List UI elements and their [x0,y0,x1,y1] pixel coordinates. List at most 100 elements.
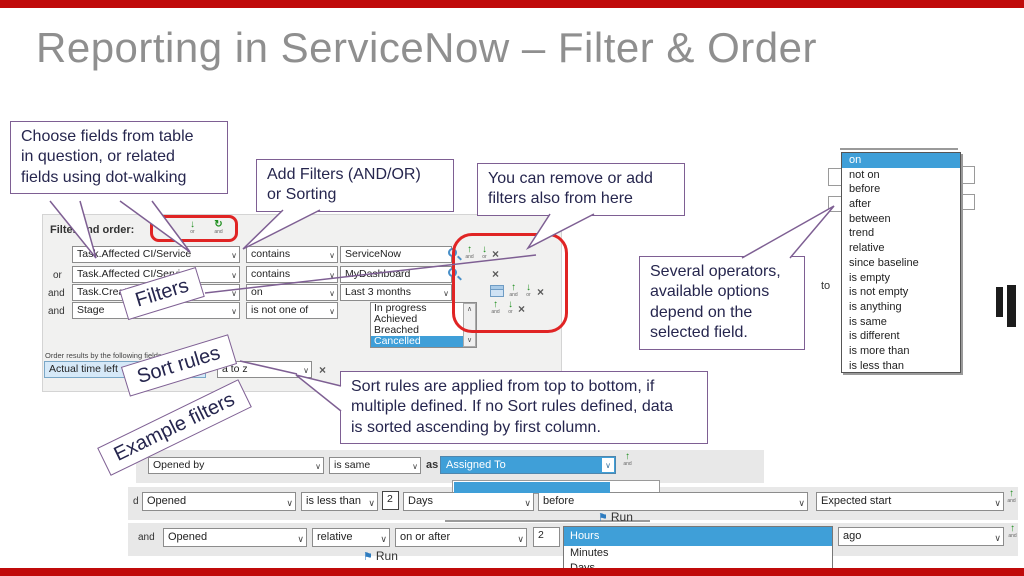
operator-dropdown-menu: on not on before after between trend rel… [841,152,961,373]
run-filter-button[interactable]: ⚑Run [598,510,633,524]
value-input[interactable]: MyDashboard [340,266,452,283]
menu-item[interactable]: trend [849,227,875,240]
stage-option-selected[interactable]: Cancelled [371,336,476,347]
menu-item[interactable]: is not empty [849,286,909,299]
condition-prefix: d [133,496,139,507]
field-select[interactable]: Task.Affected CI/Service [72,246,240,263]
condition-prefix: and [48,306,65,317]
screenshot-fragment [445,520,650,522]
unit-option-selected[interactable]: Hours [564,527,832,546]
operator-select[interactable]: is less than [301,492,378,511]
add-condition-icon[interactable]: ↑and [1004,489,1019,504]
operator-select[interactable]: is same [329,457,421,474]
add-condition-icon[interactable]: ↑and [1005,524,1020,539]
field-select[interactable]: Opened [163,528,307,547]
add-condition-icon[interactable]: ↑and [620,452,635,467]
green-arrow-icon: ↑ [625,451,630,462]
menu-item[interactable]: is same [849,315,887,328]
field-select[interactable]: Opened [142,492,296,511]
screenshot-fragment [961,166,975,184]
callout-add-filters: Add Filters (AND/OR) or Sorting [256,159,454,212]
scroll-up-icon[interactable]: ∧ [466,306,473,313]
delete-condition-icon[interactable]: × [492,247,500,261]
target-field-select[interactable]: Expected start [816,492,1004,511]
stage-option[interactable]: In progress [374,302,427,314]
condition-prefix: and [48,288,65,299]
icon-label: or [526,292,531,298]
menu-item[interactable]: not on [849,168,880,181]
operator-select[interactable]: is not one of [246,302,338,319]
icon-label: and [1008,533,1017,539]
screenshot-fragment [828,196,842,212]
suffix-select[interactable]: ago [838,527,1004,546]
delete-condition-icon[interactable]: × [518,302,526,316]
run-icon: ⚑ [363,551,373,563]
icon-label: and [623,461,632,467]
icon-label: or [190,229,195,235]
menu-item[interactable]: is less than [849,359,905,372]
menu-item[interactable]: is anything [849,300,902,313]
unit-option[interactable]: Minutes [570,547,609,559]
bottom-accent-bar [0,568,1024,576]
menu-item[interactable]: is more than [849,344,910,357]
add-and-condition-icon[interactable]: ↑and [488,300,503,315]
stage-multiselect[interactable]: In progress Achieved Breached Cancelled [370,302,477,348]
menu-item[interactable]: since baseline [849,256,919,269]
condition-select[interactable]: on or after [395,528,527,547]
menu-item[interactable]: after [849,198,872,211]
green-arrow-icon: ↓ [190,219,195,230]
fragment-to-label: to [821,280,831,292]
menu-item[interactable]: before [849,183,881,196]
screenshot-fragment [840,148,958,150]
menu-item[interactable]: relative [849,242,885,255]
add-or-condition-icon[interactable]: ↓or [503,300,518,315]
unit-dropdown-open[interactable]: Hours Minutes Days [563,526,833,576]
add-sort-icon[interactable]: ↻and [211,220,226,235]
run-label: Run [375,549,398,563]
delete-condition-icon[interactable]: × [537,285,545,299]
screenshot-fragment [828,168,842,186]
add-or-condition-icon[interactable]: ↓or [185,220,200,235]
highlighted-item-fragment [454,482,610,493]
order-results-label: Order results by the following fields [45,351,162,360]
menu-item-selected[interactable]: on [842,153,960,168]
callout-operators: Several operators, available options dep… [639,256,805,350]
green-arrow-icon: ↓ [508,299,513,310]
stage-option[interactable]: Achieved [374,313,418,325]
screenshot-fragment [961,194,975,210]
operator-select[interactable]: on [246,284,338,301]
callout-sort-rules: Sort rules are applied from top to botto… [340,371,708,445]
value-input[interactable]: ServiceNow [340,246,452,263]
run-icon: ⚑ [598,512,608,524]
red-highlight-row-icons [452,233,568,333]
menu-item[interactable]: is empty [849,271,890,284]
value-select[interactable]: Last 3 months [340,284,452,301]
operator-select[interactable]: contains [246,246,338,263]
callout-remove-add: You can remove or add filters also from … [477,163,685,216]
delete-sort-icon[interactable]: × [319,363,327,377]
scroll-down-icon[interactable]: ∨ [466,337,473,344]
menu-item[interactable]: between [849,212,891,225]
menu-item[interactable]: is different [849,330,900,343]
condition-prefix: and [138,532,155,543]
operator-select[interactable]: contains [246,266,338,283]
amount-input[interactable]: 2 [533,527,560,547]
green-circular-arrow-icon: ↻ [214,219,223,230]
screenshot-fragment [1007,285,1016,327]
field-select[interactable]: Opened by [148,457,324,474]
run-filter-button[interactable]: ⚑Run [363,549,398,563]
green-arrow-icon: ↑ [493,299,498,310]
value-select-highlighted[interactable]: Assigned To [440,456,616,474]
modifier-select[interactable]: before [538,492,808,511]
icon-label: and [1007,498,1016,504]
red-highlight-toolbar [150,215,238,242]
stage-option[interactable]: Breached [374,324,419,336]
filter-panel-header: Filter and order: [50,224,135,236]
run-label: Run [610,510,633,524]
operator-select[interactable]: relative [312,528,390,547]
unit-select[interactable]: Days [403,492,534,511]
amount-input[interactable]: 2 [382,491,399,510]
page-title: Reporting in ServiceNow – Filter & Order [36,24,817,71]
green-arrow-icon: ↓ [482,244,487,255]
